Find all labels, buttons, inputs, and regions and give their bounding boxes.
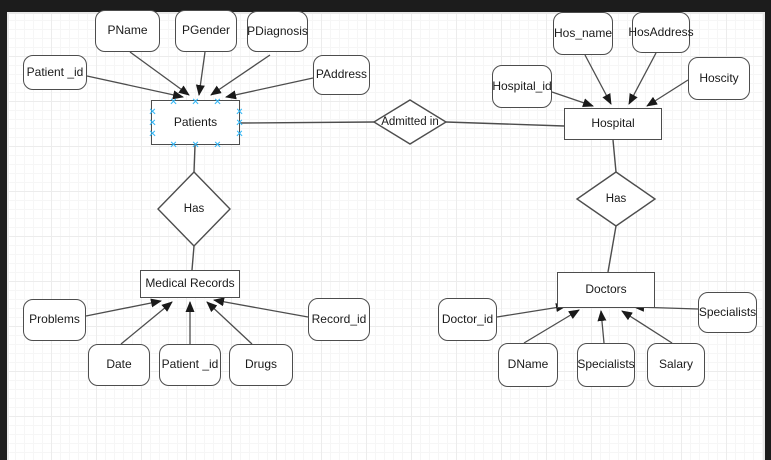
edge-has-doctors[interactable] — [607, 225, 617, 273]
relationship-admitted-in-label: Admitted in — [381, 116, 439, 128]
edge-salary-doctors[interactable] — [621, 310, 673, 344]
attribute-specialists-2[interactable]: Specialists — [698, 292, 757, 333]
attribute-date-label: Date — [106, 357, 132, 372]
attribute-specialists[interactable]: Specialists — [577, 343, 635, 387]
attribute-pgender-label: PGender — [181, 23, 231, 38]
attribute-specialists-2-label: Specialists — [698, 304, 757, 319]
connection-point[interactable] — [236, 130, 243, 137]
attribute-hoscity-label: Hoscity — [699, 70, 739, 85]
window-top-edge — [0, 0, 771, 12]
edge-hospital-has[interactable] — [612, 139, 617, 173]
connection-point[interactable] — [192, 141, 199, 148]
attribute-hos-name[interactable]: Hos_name — [553, 12, 613, 55]
entity-doctors[interactable]: Doctors — [557, 272, 655, 308]
connection-point[interactable] — [170, 141, 177, 148]
attribute-salary-label: Salary — [658, 357, 693, 372]
attribute-specialists-label: Specialists — [577, 357, 635, 372]
entity-hospital[interactable]: Hospital — [564, 108, 662, 140]
connection-point[interactable] — [170, 98, 177, 105]
edge-hosname-hospital[interactable] — [584, 54, 612, 105]
window-left-edge — [0, 12, 7, 460]
edge-hosaddress-hospital[interactable] — [628, 52, 657, 105]
edge-paddress-patients[interactable] — [225, 77, 314, 100]
attribute-patient-id[interactable]: Patient _id — [23, 55, 87, 90]
edge-patients-has[interactable] — [193, 144, 196, 173]
attribute-pname-label: PName — [107, 23, 148, 38]
attribute-records-patient-id-label: Patient _id — [161, 357, 219, 372]
attribute-hos-name-label: Hos_name — [553, 25, 613, 40]
attribute-drugs-label: Drugs — [244, 357, 277, 372]
relationship-has-right-label: Has — [605, 193, 627, 205]
connection-point[interactable] — [214, 141, 221, 148]
edge-specialists-doctors[interactable] — [597, 310, 607, 344]
edge-patients-admittedin[interactable] — [239, 121, 375, 124]
relationship-has-right-shape[interactable] — [575, 171, 657, 227]
connection-point[interactable] — [214, 98, 221, 105]
entity-patients-label: Patients — [173, 114, 218, 129]
entity-doctors-label: Doctors — [585, 282, 627, 297]
attribute-hospital-id[interactable]: Hospital_id — [492, 65, 552, 108]
edge-dname-doctors[interactable] — [523, 309, 580, 344]
edge-doctorid-doctors[interactable] — [496, 303, 567, 318]
attribute-date[interactable]: Date — [88, 344, 150, 386]
connection-point[interactable] — [236, 119, 243, 126]
attribute-hosaddress[interactable]: HosAddress — [628, 12, 694, 53]
entity-hospital-label: Hospital — [591, 116, 635, 131]
relationship-has-left-shape[interactable] — [157, 170, 231, 248]
attribute-problems-label: Problems — [29, 312, 80, 327]
entity-medical-records-label: Medical Records — [145, 276, 235, 291]
edge-hospitalid-hospital[interactable] — [551, 91, 594, 108]
connection-point[interactable] — [236, 108, 243, 115]
edge-admittedin-hospital[interactable] — [445, 121, 565, 127]
connection-point[interactable] — [149, 108, 156, 115]
attribute-hosaddress-label: HosAddress — [628, 24, 694, 39]
attribute-pdiagnosis[interactable]: PDiagnosis — [247, 11, 308, 52]
connection-point[interactable] — [149, 130, 156, 137]
edge-recordid-medicalrecords[interactable] — [213, 297, 309, 318]
edge-pgender-patients[interactable] — [195, 51, 206, 96]
window-right-edge — [765, 12, 771, 460]
attribute-doctor-id[interactable]: Doctor_id — [438, 298, 497, 341]
attribute-hospital-id-label: Hospital_id — [492, 78, 552, 93]
relationship-has-left-label: Has — [183, 203, 205, 215]
edge-patientid-patients[interactable] — [86, 75, 184, 100]
edge-problems-medicalrecords[interactable] — [85, 298, 162, 317]
edge-hoscity-hospital[interactable] — [646, 79, 689, 107]
entity-patients[interactable]: Patients — [151, 100, 240, 145]
attribute-dname-label: DName — [507, 357, 549, 372]
attribute-pname[interactable]: PName — [95, 10, 160, 52]
relationship-admitted-in-shape[interactable] — [372, 99, 448, 145]
attribute-records-patient-id[interactable]: Patient _id — [159, 344, 221, 386]
edge-has-medicalrecords[interactable] — [191, 245, 195, 271]
entity-medical-records[interactable]: Medical Records — [140, 270, 240, 298]
attribute-dname[interactable]: DName — [498, 343, 558, 387]
attribute-hoscity[interactable]: Hoscity — [688, 57, 750, 100]
attribute-record-id[interactable]: Record_id — [308, 298, 370, 341]
edge-drugs-medicalrecords[interactable] — [206, 301, 253, 345]
edge-date-medicalrecords[interactable] — [120, 301, 173, 345]
attribute-doctor-id-label: Doctor_id — [441, 311, 494, 326]
connection-point[interactable] — [192, 98, 199, 105]
edge-pdiagnosis-patients[interactable] — [210, 54, 271, 96]
attribute-patient-id-label: Patient _id — [26, 64, 84, 79]
attribute-paddress[interactable]: PAddress — [313, 55, 370, 95]
connection-point[interactable] — [149, 119, 156, 126]
attribute-pgender[interactable]: PGender — [175, 10, 237, 52]
attribute-problems[interactable]: Problems — [23, 299, 86, 341]
attribute-salary[interactable]: Salary — [647, 343, 705, 387]
edge-pname-patients[interactable] — [129, 51, 190, 96]
attribute-drugs[interactable]: Drugs — [229, 344, 293, 386]
attribute-record-id-label: Record_id — [311, 311, 367, 326]
attribute-paddress-label: PAddress — [315, 67, 368, 82]
attribute-pdiagnosis-label: PDiagnosis — [247, 23, 308, 38]
